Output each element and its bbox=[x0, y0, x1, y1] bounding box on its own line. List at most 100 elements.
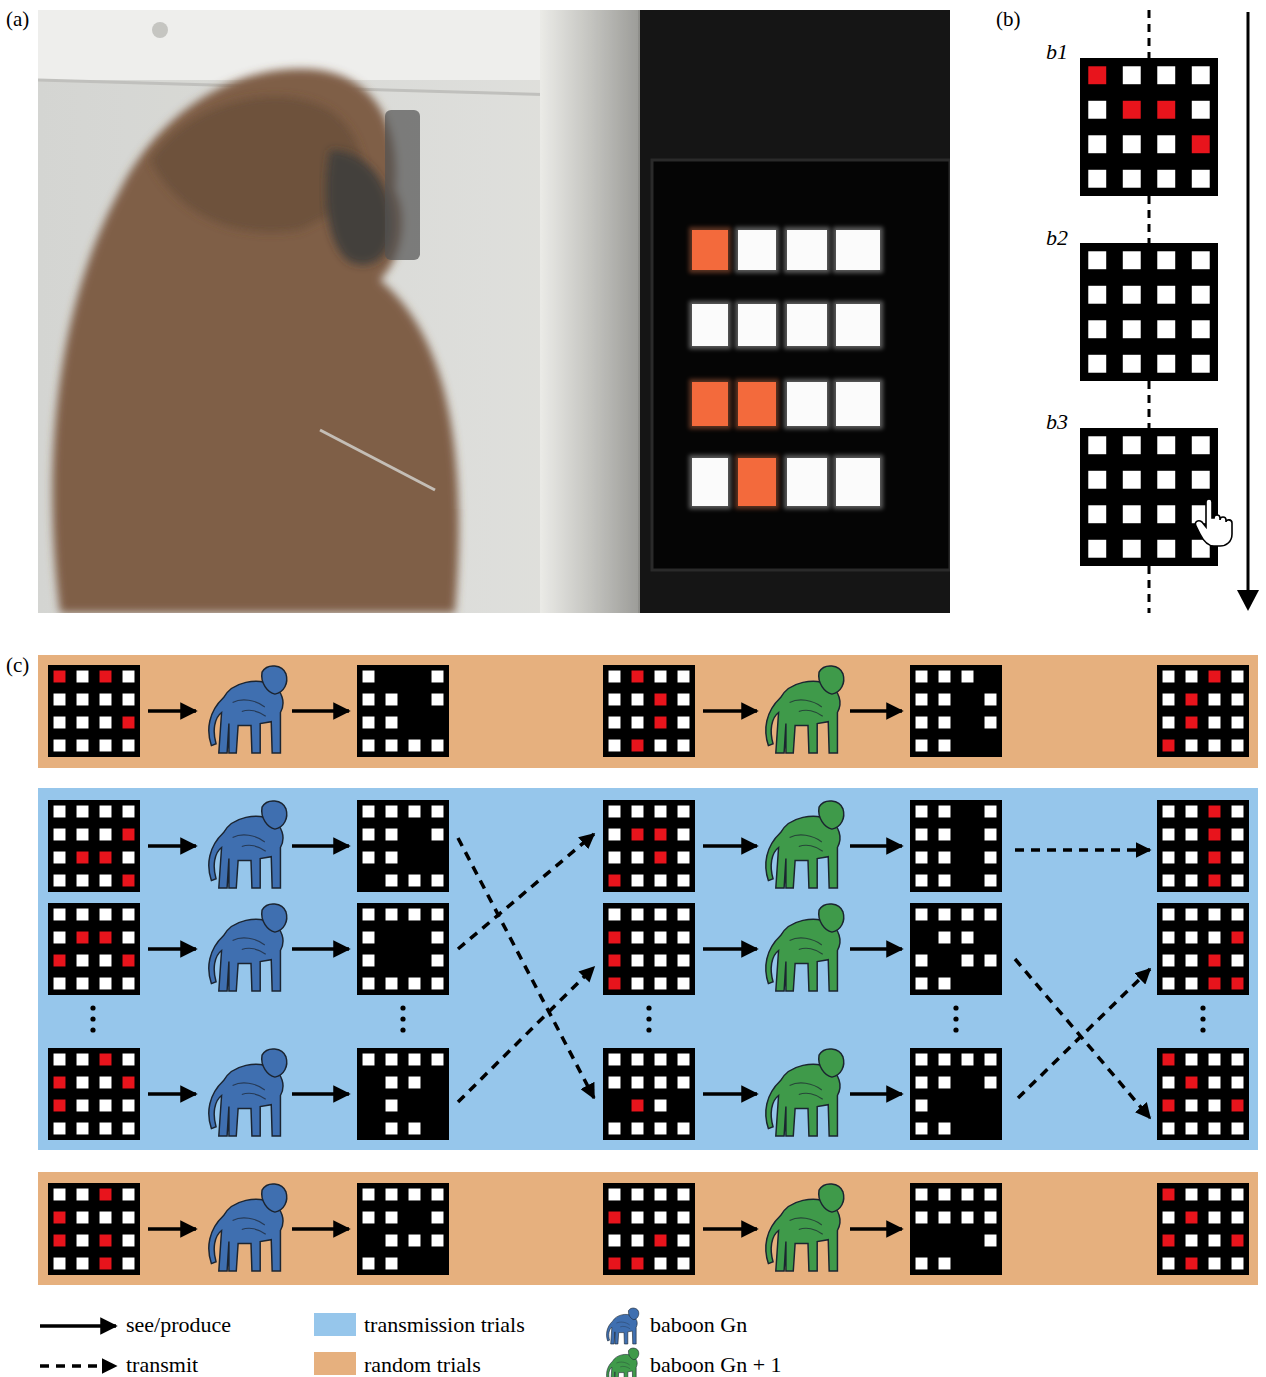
screen-square bbox=[787, 382, 827, 426]
solid-arrow bbox=[148, 844, 196, 848]
screen-square bbox=[836, 230, 880, 270]
legend-swatch bbox=[314, 1313, 356, 1336]
solid-arrow bbox=[292, 1092, 349, 1096]
screen-square bbox=[836, 382, 880, 426]
baboon-icon bbox=[607, 1308, 639, 1344]
solid-arrow bbox=[703, 947, 757, 951]
dashed-arrow bbox=[458, 967, 594, 1102]
solid-arrow bbox=[850, 1092, 902, 1096]
screen-square bbox=[692, 382, 728, 426]
baboon-icon bbox=[766, 666, 844, 753]
panel-label: (a) bbox=[6, 8, 29, 31]
dashed-arrow bbox=[458, 834, 594, 949]
screen-square bbox=[738, 304, 776, 346]
dashed-line bbox=[1148, 381, 1151, 428]
step-label: b2 bbox=[1046, 226, 1068, 250]
screen-square bbox=[738, 382, 776, 426]
stimulus-grid bbox=[603, 800, 695, 892]
ellipsis-dot bbox=[1200, 1005, 1205, 1010]
dashed-line bbox=[1148, 10, 1151, 58]
stimulus-grid bbox=[357, 665, 449, 757]
stimulus-grid bbox=[910, 1048, 1002, 1140]
dashed-arrow bbox=[1018, 969, 1150, 1098]
ellipsis-dot bbox=[90, 1027, 95, 1032]
screen-square bbox=[738, 230, 776, 270]
dashed-line bbox=[1148, 566, 1151, 613]
baboon-icon bbox=[209, 1049, 287, 1136]
ellipsis-dot bbox=[953, 1005, 958, 1010]
stimulus-grid bbox=[48, 800, 140, 892]
baboon-icon bbox=[209, 801, 287, 888]
stimulus-grid bbox=[48, 1048, 140, 1140]
solid-arrow bbox=[850, 1227, 902, 1231]
stimulus-grid bbox=[603, 903, 695, 995]
ellipsis-dot bbox=[1200, 1016, 1205, 1021]
legend-text: transmission trials bbox=[364, 1313, 525, 1337]
ellipsis-dot bbox=[646, 1005, 651, 1010]
screen-square bbox=[692, 304, 728, 346]
ellipsis-dot bbox=[90, 1016, 95, 1021]
ellipsis-dot bbox=[1200, 1027, 1205, 1032]
stimulus-grid bbox=[1157, 1183, 1249, 1275]
stimulus-grid bbox=[1157, 800, 1249, 892]
stimulus-grid bbox=[357, 1183, 449, 1275]
stimulus-grid bbox=[48, 665, 140, 757]
stimulus-grid bbox=[603, 1183, 695, 1275]
ellipsis-dot bbox=[400, 1005, 405, 1010]
stimulus-grid bbox=[48, 903, 140, 995]
screen-square bbox=[836, 458, 880, 506]
solid-arrow bbox=[703, 1092, 757, 1096]
stimulus-grid bbox=[357, 1048, 449, 1140]
baboon-icon bbox=[607, 1348, 639, 1377]
ellipsis-dot bbox=[400, 1016, 405, 1021]
solid-arrow bbox=[850, 844, 902, 848]
ellipsis-dot bbox=[953, 1027, 958, 1032]
dashed-arrow bbox=[458, 838, 594, 1098]
screen-square bbox=[836, 304, 880, 346]
baboon-icon bbox=[209, 666, 287, 753]
transmission-band bbox=[38, 788, 1258, 1150]
legend-text: baboon Gn + 1 bbox=[650, 1353, 782, 1377]
ellipsis-dot bbox=[400, 1027, 405, 1032]
ellipsis-dot bbox=[953, 1016, 958, 1021]
legend-text: random trials bbox=[364, 1353, 481, 1377]
legend-text: transmit bbox=[126, 1353, 198, 1377]
legend-swatch bbox=[314, 1352, 356, 1375]
screen-square bbox=[738, 458, 776, 506]
solid-arrow bbox=[148, 947, 196, 951]
baboon-icon bbox=[209, 904, 287, 991]
dashed-arrow bbox=[1015, 848, 1150, 852]
solid-arrow bbox=[850, 947, 902, 951]
solid-arrow bbox=[40, 1324, 116, 1328]
stimulus-grid bbox=[1080, 243, 1218, 381]
solid-arrow bbox=[292, 947, 349, 951]
solid-arrow bbox=[850, 709, 902, 713]
stimulus-grid bbox=[910, 1183, 1002, 1275]
solid-arrow bbox=[292, 844, 349, 848]
random-band bbox=[38, 1172, 1258, 1285]
random-band bbox=[38, 655, 1258, 768]
dashed-arrow bbox=[40, 1364, 116, 1368]
ellipsis-dot bbox=[646, 1027, 651, 1032]
baboon-icon bbox=[766, 1184, 844, 1271]
ellipsis-dot bbox=[90, 1005, 95, 1010]
stimulus-grid bbox=[357, 800, 449, 892]
ellipsis-dot bbox=[646, 1016, 651, 1021]
dashed-line bbox=[1148, 196, 1151, 243]
baboon-icon bbox=[766, 904, 844, 991]
screen-square bbox=[787, 230, 827, 270]
time-arrow bbox=[1247, 12, 1250, 592]
panel-label: (c) bbox=[6, 654, 29, 677]
stimulus-grid bbox=[1080, 58, 1218, 196]
baboon-icon bbox=[766, 801, 844, 888]
step-label: b3 bbox=[1046, 410, 1068, 434]
hand-cursor bbox=[1195, 499, 1232, 546]
dashed-arrow bbox=[1015, 959, 1150, 1118]
solid-arrow bbox=[703, 844, 757, 848]
stimulus-grid bbox=[910, 665, 1002, 757]
solid-arrow bbox=[148, 709, 196, 713]
stimulus-grid bbox=[48, 1183, 140, 1275]
stimulus-grid bbox=[910, 903, 1002, 995]
stimulus-grid bbox=[1157, 903, 1249, 995]
